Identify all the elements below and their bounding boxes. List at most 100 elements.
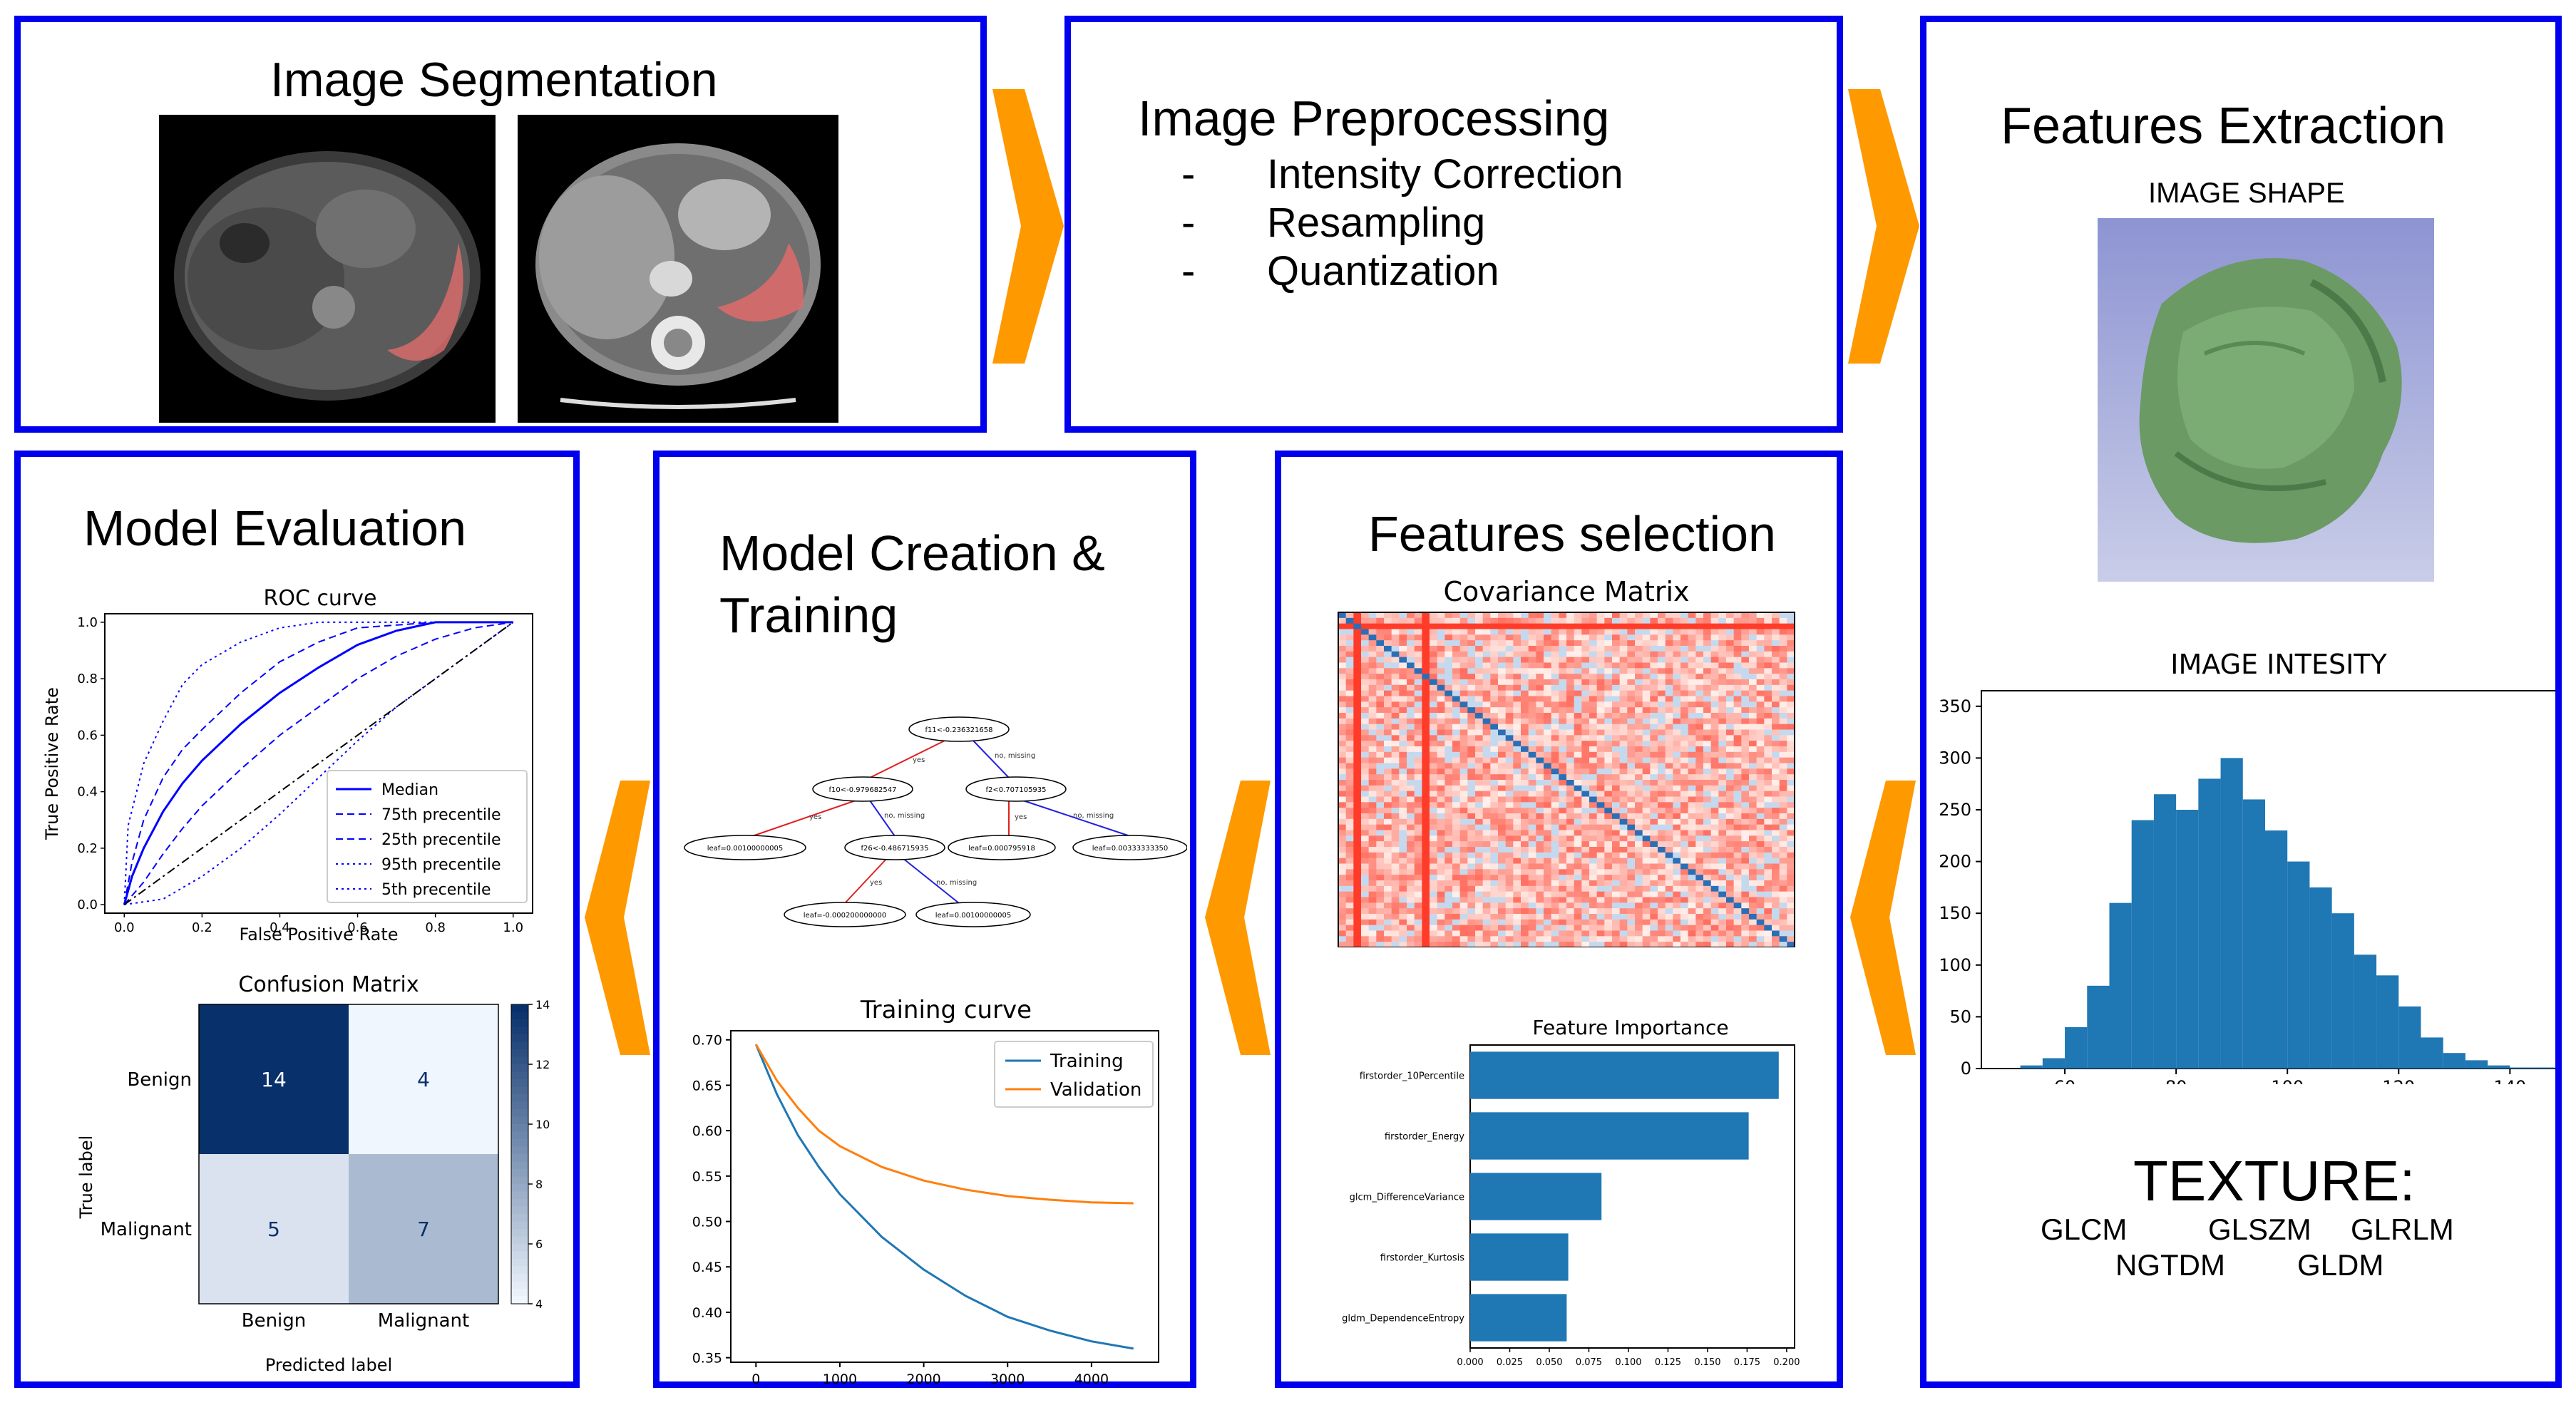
cov-cell	[1407, 774, 1415, 781]
cov-cell	[1703, 885, 1712, 892]
cov-cell	[1612, 808, 1621, 814]
cov-cell	[1444, 891, 1453, 897]
cov-cell	[1384, 841, 1392, 848]
cov-cell	[1658, 718, 1666, 725]
cov-cell	[1482, 701, 1491, 708]
cov-cell	[1391, 925, 1400, 931]
cov-cell	[1437, 640, 1445, 647]
cov-cell	[1475, 791, 1484, 797]
cov-cell	[1452, 718, 1461, 725]
cov-cell	[1391, 914, 1400, 920]
cov-cell	[1673, 679, 1681, 686]
cov-cell	[1726, 662, 1735, 669]
cov-cell	[1665, 679, 1673, 686]
cov-cell	[1452, 802, 1461, 808]
cov-cell	[1422, 830, 1430, 836]
cov-cell	[1688, 696, 1696, 702]
cov-cell	[1505, 763, 1514, 769]
cov-cell	[1505, 818, 1514, 825]
cov-cell	[1650, 902, 1658, 909]
cov-cell	[1490, 841, 1499, 848]
cov-cell	[1559, 796, 1567, 803]
cov-cell	[1353, 824, 1362, 830]
cov-cell	[1635, 919, 1643, 926]
tree-edge	[973, 740, 1010, 778]
cov-cell	[1703, 768, 1712, 775]
cov-cell	[1437, 646, 1445, 652]
cov-cell	[1695, 891, 1704, 897]
cov-cell	[1756, 696, 1765, 702]
tc-legend-box	[994, 1041, 1154, 1108]
cov-cell	[1756, 751, 1765, 758]
cov-cell	[1703, 863, 1712, 870]
cov-cell	[1430, 808, 1438, 814]
cov-cell	[1521, 774, 1529, 781]
texture-glcm: GLCM	[2041, 1213, 2128, 1246]
cov-cell	[1521, 657, 1529, 663]
cov-cell	[1407, 713, 1415, 719]
cov-cell	[1589, 634, 1598, 641]
cov-cell	[1430, 813, 1438, 820]
cov-cell	[1619, 646, 1628, 652]
cov-cell	[1635, 774, 1643, 781]
cov-cell	[1566, 729, 1575, 736]
tree-node-label: leaf=0.00100000005	[935, 912, 1011, 920]
cov-cell	[1596, 914, 1605, 920]
cov-cell	[1726, 852, 1735, 859]
cov-cell	[1338, 875, 1347, 881]
cov-cell	[1635, 674, 1643, 680]
cov-cell	[1391, 936, 1400, 942]
cov-cell	[1528, 679, 1536, 686]
cov-cell	[1444, 930, 1453, 937]
cov-cell	[1710, 751, 1719, 758]
cov-cell	[1733, 785, 1742, 792]
cov-cell	[1703, 902, 1712, 909]
cov-cell	[1703, 813, 1712, 820]
cov-cell	[1368, 914, 1377, 920]
cov-cell	[1399, 768, 1407, 775]
cov-cell	[1772, 875, 1780, 881]
cov-cell	[1498, 830, 1507, 836]
cov-cell	[1536, 623, 1544, 629]
cov-cell	[1551, 897, 1559, 903]
cov-cell	[1741, 657, 1750, 663]
cov-cell	[1430, 802, 1438, 808]
cov-cell	[1498, 774, 1507, 781]
cov-cell	[1718, 668, 1727, 674]
cov-cell	[1338, 707, 1347, 714]
cov-cell	[1665, 930, 1673, 937]
cov-cell	[1574, 818, 1582, 825]
cov-cell	[1741, 751, 1750, 758]
cov-cell	[1353, 724, 1362, 730]
cov-cell	[1559, 741, 1567, 747]
cov-cell	[1772, 651, 1780, 658]
cov-cell	[1642, 751, 1651, 758]
cov-cell	[1444, 735, 1453, 741]
cov-cell	[1551, 774, 1559, 781]
cov-cell	[1338, 780, 1347, 786]
cov-cell	[1444, 880, 1453, 887]
cov-cell	[1399, 835, 1407, 842]
cov-cell	[1665, 802, 1673, 808]
cov-cell	[1459, 623, 1468, 629]
cov-cell	[1627, 729, 1636, 736]
cov-cell	[1596, 847, 1605, 853]
cov-cell	[1756, 796, 1765, 803]
cov-cell	[1407, 684, 1415, 691]
cov-cell	[1779, 674, 1787, 680]
cov-cell	[1391, 746, 1400, 753]
cov-cell	[1490, 668, 1499, 674]
cov-cell	[1414, 651, 1422, 658]
cov-cell	[1688, 768, 1696, 775]
cov-cell	[1482, 902, 1491, 909]
cov-cell	[1733, 830, 1742, 836]
cov-cell	[1718, 852, 1727, 859]
cov-cell	[1581, 880, 1590, 887]
cov-cell	[1756, 863, 1765, 870]
cov-cell	[1574, 690, 1582, 696]
cov-cell	[1749, 791, 1757, 797]
cov-cell	[1726, 763, 1735, 769]
cov-cell	[1338, 785, 1347, 792]
cov-cell	[1490, 662, 1499, 669]
cov-cell	[1627, 629, 1636, 635]
